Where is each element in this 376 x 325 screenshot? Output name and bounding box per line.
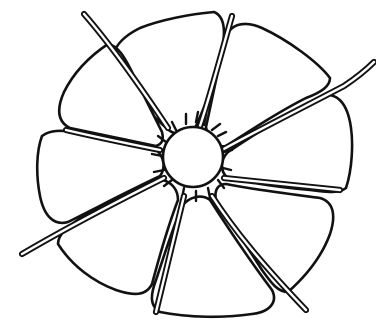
center-hub	[163, 127, 223, 187]
